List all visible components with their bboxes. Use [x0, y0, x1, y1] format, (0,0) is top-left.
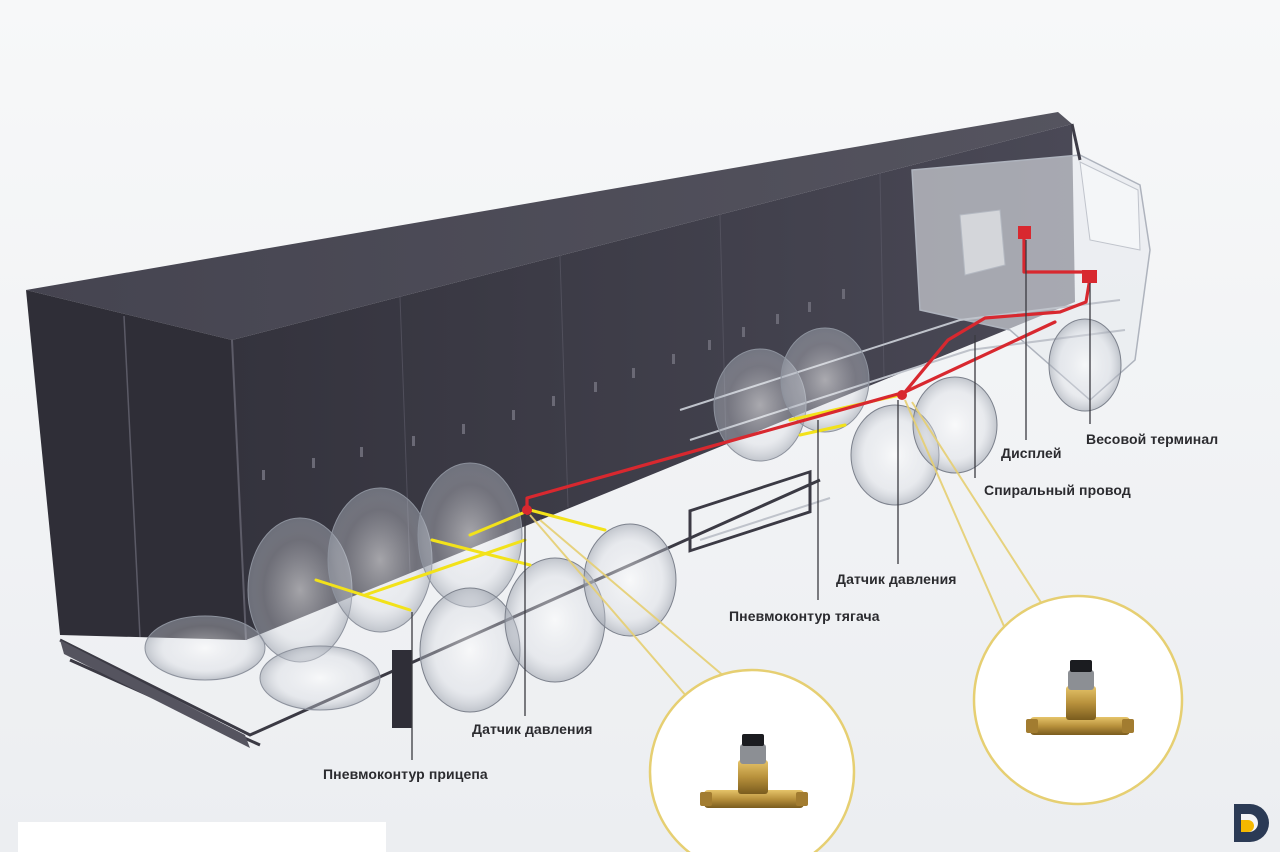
spare-wheel — [259, 645, 381, 711]
label-pneumo-trailer: Пневмоконтур прицепа — [323, 766, 488, 782]
trailer-chassis — [59, 478, 821, 748]
company-logo-icon — [1234, 804, 1269, 842]
sensor-callout-tractor — [972, 594, 1184, 806]
wiring — [525, 230, 1092, 512]
trailer-rear — [26, 290, 246, 640]
label-pneumo-tractor: Пневмоконтур тягача — [729, 608, 880, 624]
brass-tee-pressure-sensor-icon — [1026, 660, 1134, 735]
trailer-rivets — [262, 289, 845, 480]
label-pressure-sensor-tractor: Датчик давления — [836, 571, 957, 587]
sensor-callout-trailer — [648, 668, 856, 852]
label-pressure-sensor-trailer: Датчик давления — [472, 721, 593, 737]
pressure-sensor-trailer-marker — [522, 505, 532, 515]
bottom-strip — [18, 822, 386, 852]
leader-lines — [411, 240, 1091, 760]
label-display: Дисплей — [1001, 445, 1062, 461]
air-circuit-trailer — [314, 508, 607, 612]
spare-wheel — [144, 615, 266, 681]
cab-seat — [959, 209, 1006, 276]
display-unit — [1018, 226, 1031, 239]
brass-tee-pressure-sensor-icon — [700, 734, 808, 808]
trailer-top — [26, 112, 1072, 340]
label-weight-terminal: Весовой терминал — [1086, 431, 1219, 447]
trailer-rear-seam — [123, 315, 141, 638]
pressure-sensor-tractor-marker — [897, 390, 907, 400]
label-spiral-wire: Спиральный провод — [984, 482, 1131, 498]
callout-leaders — [529, 399, 1061, 713]
trailer-wheels — [144, 462, 677, 713]
trailer-rear-seam — [231, 339, 247, 641]
cab-windshield — [1079, 161, 1141, 251]
weight-terminal-unit — [1082, 270, 1097, 283]
